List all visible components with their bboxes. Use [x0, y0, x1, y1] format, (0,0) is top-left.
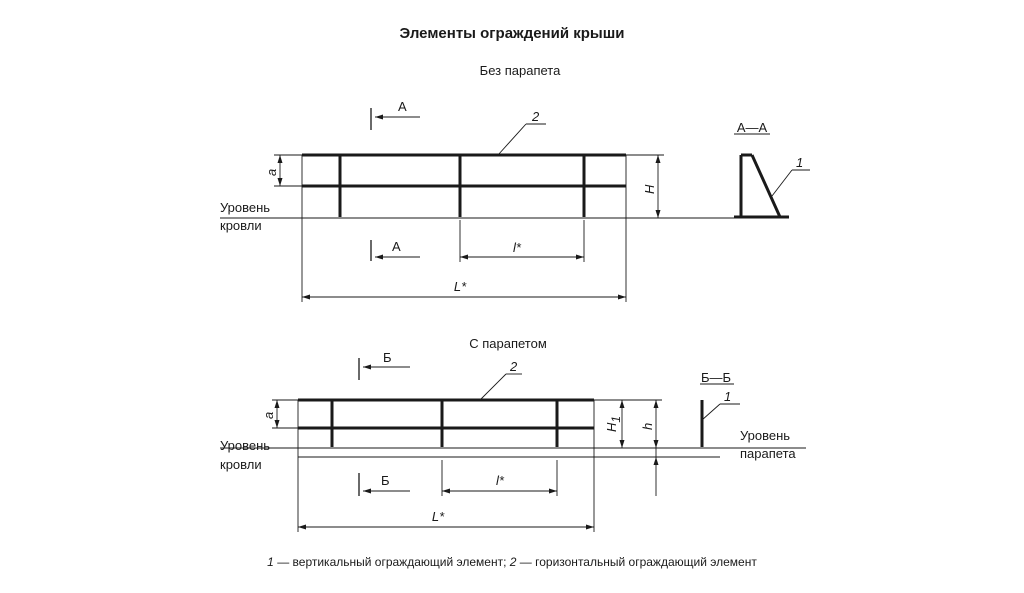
- bottom-dim-l-label: l*: [496, 473, 505, 488]
- figure-caption: 1 — вертикальный ограждающий элемент; 2 …: [267, 555, 757, 569]
- top-dim-l-label: l*: [513, 240, 522, 255]
- bottom-roof-level-label-1: Уровень: [220, 438, 270, 453]
- bottom-section-title: Б—Б: [701, 370, 731, 385]
- top-leader-1: [771, 169, 793, 197]
- bottom-parapet-level-label-1: Уровень: [740, 428, 790, 443]
- top-section-title: А—А: [737, 120, 768, 135]
- top-element-2-label: 2: [531, 109, 540, 124]
- bottom-element-1-label: 1: [724, 389, 731, 404]
- bottom-dim-H1-label: H1: [604, 416, 623, 432]
- bottom-drawing: С парапетом Уровень кровли Уровень парап…: [220, 336, 806, 532]
- bottom-leader-2: [479, 373, 507, 401]
- page-title: Элементы ограждений крыши: [400, 25, 625, 42]
- caption-text-2: — горизонтальный ограждающий элемент: [516, 555, 757, 569]
- bottom-dim-H1-subscript: 1: [609, 416, 623, 423]
- top-dim-L-label: L*: [454, 279, 467, 294]
- top-roof-level-label-2: кровли: [220, 218, 262, 233]
- bottom-parapet-level-label-2: парапета: [740, 446, 796, 461]
- bottom-dim-h-label: h: [640, 423, 655, 430]
- top-roof-level-label-1: Уровень: [220, 200, 270, 215]
- bottom-section-mark-upper: Б: [383, 350, 392, 365]
- top-dim-H-label: H: [642, 184, 657, 194]
- bottom-dim-a-label: a: [261, 412, 276, 419]
- caption-text-1: — вертикальный ограждающий элемент;: [274, 555, 510, 569]
- bottom-subtitle: С парапетом: [469, 336, 547, 351]
- bottom-dim-L-label: L*: [432, 509, 445, 524]
- bottom-roof-level-label-2: кровли: [220, 457, 262, 472]
- caption-num-1: 1: [267, 555, 274, 569]
- top-subtitle: Без парапета: [480, 63, 561, 78]
- bottom-section-mark-lower: Б: [381, 473, 390, 488]
- bottom-leader-1: [701, 403, 721, 421]
- top-dim-a-label: a: [264, 169, 279, 176]
- top-leader-2: [497, 123, 527, 156]
- top-section-mark-lower: А: [392, 239, 401, 254]
- top-element-1-label: 1: [796, 155, 803, 170]
- top-drawing: Без парапета Уровень кровли a H l*: [220, 63, 810, 302]
- bottom-element-2-label: 2: [509, 359, 518, 374]
- caption-num-2: 2: [509, 555, 517, 569]
- top-section-mark-upper: А: [398, 99, 407, 114]
- top-section-brace: [750, 154, 782, 218]
